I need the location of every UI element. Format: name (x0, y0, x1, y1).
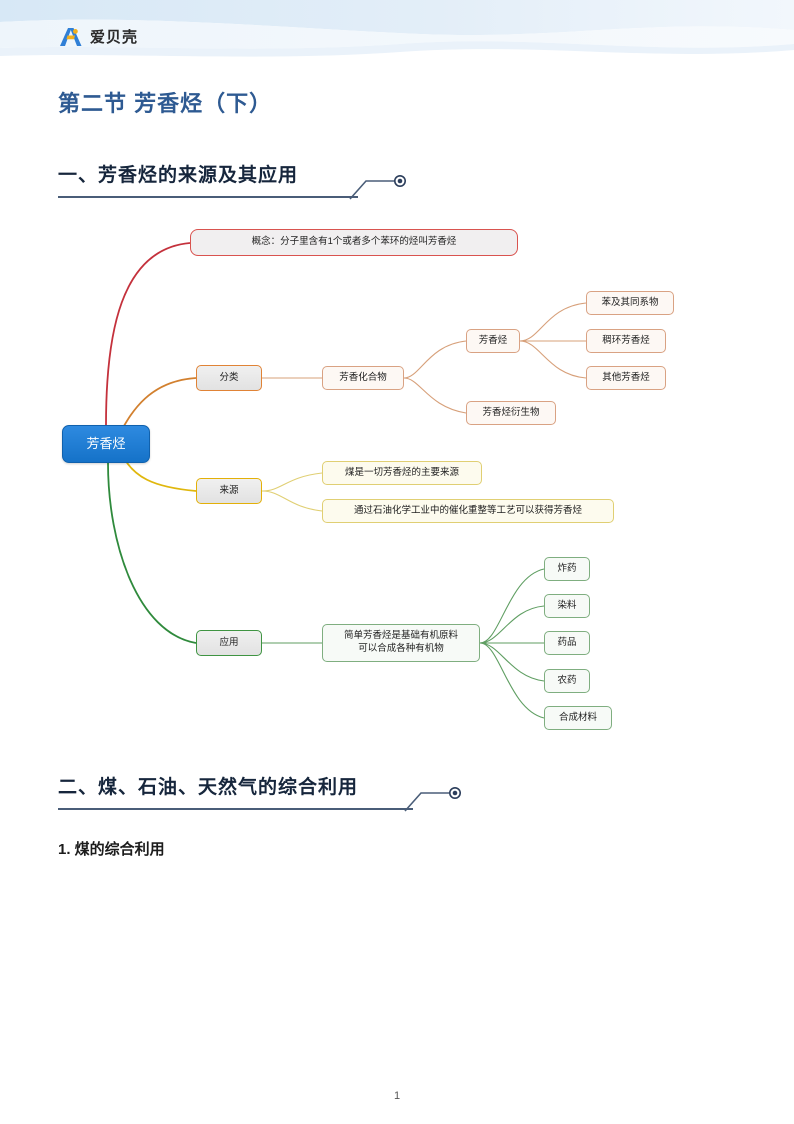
abeike-logo-icon (60, 28, 82, 46)
section-heading-2-text: 二、煤、石油、天然气的综合利用 (58, 777, 359, 798)
mindmap-node-benzene-homologues[interactable]: 苯及其同系物 (586, 291, 674, 315)
mindmap-node-arene-derivative[interactable]: 芳香烃衍生物 (466, 401, 556, 425)
page-header-banner (0, 0, 794, 72)
mindmap-node-explosives[interactable]: 炸药 (544, 557, 590, 581)
mindmap-node-aromatic-compound[interactable]: 芳香化合物 (322, 366, 404, 390)
page-title: 第二节 芳香烃（下） (58, 91, 273, 116)
mindmap-node-fused-ring-arene[interactable]: 稠环芳香烃 (586, 329, 666, 353)
mindmap-node-arene[interactable]: 芳香烃 (466, 329, 520, 353)
mindmap-node-source-petrochemical[interactable]: 通过石油化学工业中的催化重整等工艺可以获得芳香烃 (322, 499, 614, 523)
mindmap-root-node[interactable]: 芳香烃 (62, 425, 150, 463)
mindmap-node-concept[interactable]: 概念：分子里含有1个或者多个苯环的烃叫芳香烃 (190, 229, 518, 256)
section-heading-2-rule (58, 808, 413, 810)
mindmap-node-dyes[interactable]: 染料 (544, 594, 590, 618)
mindmap-node-source[interactable]: 来源 (196, 478, 262, 504)
subsection-heading: 1. 煤的综合利用 (58, 841, 165, 858)
mindmap-node-source-coal[interactable]: 煤是一切芳香烃的主要来源 (322, 461, 482, 485)
mindmap-node-synthetic-materials[interactable]: 合成材料 (544, 706, 612, 730)
mindmap-connectors (105, 242, 587, 719)
mindmap-node-classification[interactable]: 分类 (196, 365, 262, 391)
section-heading-1: 一、芳香烃的来源及其应用 (58, 160, 478, 200)
section-heading-2: 二、煤、石油、天然气的综合利用 (58, 772, 478, 812)
heading-marker-icon (349, 175, 406, 200)
heading-marker-icon (404, 787, 461, 812)
mindmap-node-pesticides[interactable]: 农药 (544, 669, 590, 693)
brand-logo: 爱贝壳 (58, 25, 138, 49)
mindmap-node-medicine[interactable]: 药品 (544, 631, 590, 655)
mindmap-node-application[interactable]: 应用 (196, 630, 262, 656)
brand-name: 爱贝壳 (90, 28, 139, 46)
mindmap-diagram: 芳香烃 概念：分子里含有1个或者多个苯环的烃叫芳香烃 分类 芳香化合物 芳香烃 … (0, 215, 794, 755)
mindmap-node-other-arene[interactable]: 其他芳香烃 (586, 366, 666, 390)
page-number: 1 (393, 1090, 401, 1102)
section-heading-1-text: 一、芳香烃的来源及其应用 (58, 165, 299, 186)
mindmap-node-application-detail[interactable]: 简单芳香烃是基础有机原料 可以合成各种有机物 (322, 624, 480, 662)
section-heading-1-rule (58, 196, 358, 198)
